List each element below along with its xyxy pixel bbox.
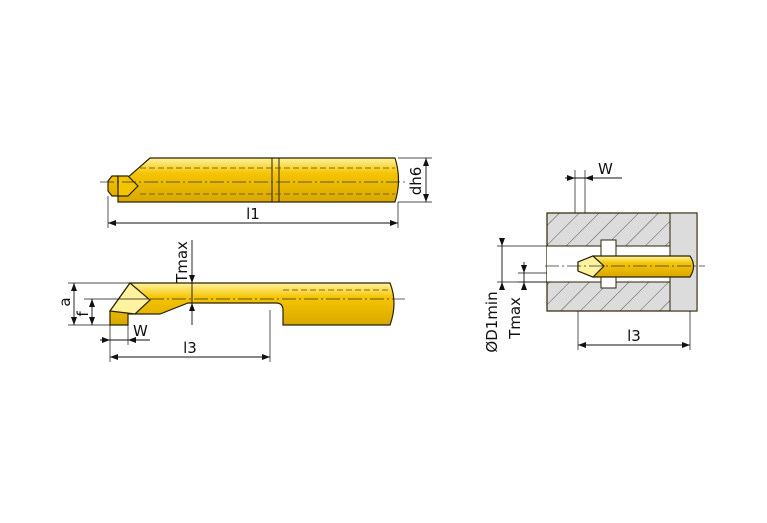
section-view-tool [577,255,695,278]
section-tmax-label: Tmax [506,297,524,340]
side-view-cutting-head [108,282,151,315]
top-view: dh6 l1 [100,157,432,228]
l3-label: l3 [183,339,197,357]
side-view-tool-body [109,282,395,326]
top-view-tool-body [107,157,400,203]
dh6-label: dh6 [407,167,425,196]
tmax-label: Tmax [173,241,191,284]
section-view: W ØD1min Tmax l3 [483,160,705,353]
a-label: a [56,297,74,306]
section-view-tool-head [577,255,605,278]
top-view-tool-tip [117,175,139,197]
section-w-label: W [598,160,613,178]
side-view: Tmax a f W l3 [56,240,405,362]
l1-label: l1 [246,205,260,223]
w-label: W [133,322,148,340]
d1min-label: ØD1min [483,291,501,352]
f-label: f [74,311,92,317]
section-l3-label: l3 [627,327,641,345]
